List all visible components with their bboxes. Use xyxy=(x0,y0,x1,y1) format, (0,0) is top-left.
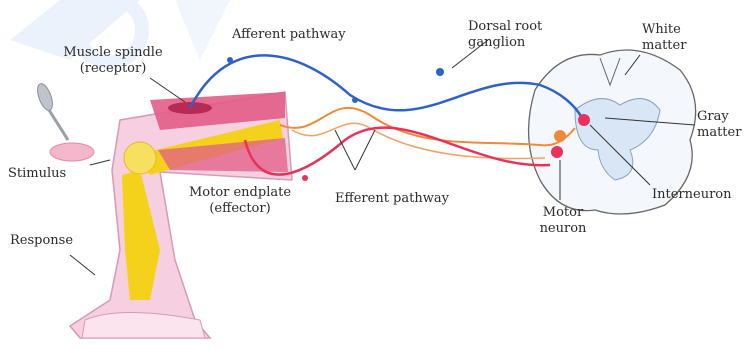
efferent-pathway-line xyxy=(245,128,550,181)
reflex-hammer xyxy=(35,82,94,161)
effector-label: (effector) xyxy=(209,201,270,216)
motor-endplate-label: Motor endplate xyxy=(189,185,291,200)
white-label: White xyxy=(642,22,681,37)
muscle-spindle-label: Muscle spindle xyxy=(63,45,163,60)
interneuron-label: Interneuron xyxy=(652,187,732,202)
receptor-label: (receptor) xyxy=(80,61,147,76)
white-matter-label: matter xyxy=(642,38,687,53)
dorsal-root-label: Dorsal root xyxy=(468,19,543,34)
stimulus-label: Stimulus xyxy=(8,166,66,181)
response-label: Response xyxy=(10,233,73,248)
ganglion-label: ganglion xyxy=(468,35,526,50)
afferent-pathway-label: Afferent pathway xyxy=(231,27,346,42)
gray-label: Gray xyxy=(697,109,729,124)
neuron-label: neuron xyxy=(540,221,587,236)
efferent-pathway-label: Efferent pathway xyxy=(335,191,450,206)
motor-label: Motor xyxy=(543,205,584,220)
gray-matter-label: matter xyxy=(697,125,742,140)
